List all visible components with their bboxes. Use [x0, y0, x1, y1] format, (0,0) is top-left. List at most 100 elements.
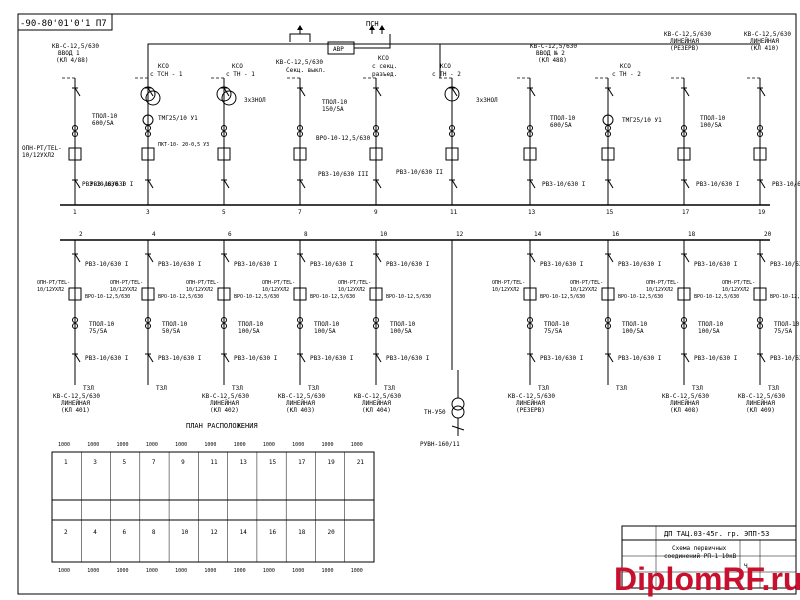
- current-transformer: [72, 125, 78, 131]
- current-transformer: [145, 317, 151, 323]
- title-sheet: Ч: [744, 563, 748, 570]
- tpol-label: ТПОЛ-10: [314, 321, 340, 328]
- tn-transformer: [221, 90, 237, 106]
- switch-body: [753, 287, 767, 301]
- rvz-i-top: РВЗ-10/630 I: [90, 181, 134, 188]
- bottom-feeder-name: КВ-С-12,5/630: [508, 393, 555, 400]
- plan-dim-top: 1000: [263, 442, 275, 448]
- current-transformer: [757, 131, 763, 137]
- bottom-feeder-code: (КЛ 402): [210, 407, 239, 414]
- bottom-cell-number: 6: [228, 231, 232, 238]
- rvz-label: РВЗ-10/630 I: [618, 261, 662, 268]
- znol2-label: 3xЗНОЛ: [476, 97, 498, 104]
- switch-body: [445, 147, 459, 161]
- current-transformer: [449, 125, 455, 131]
- top-right-feeder-2b: ЛИНЕЙНАЯ: [670, 38, 699, 45]
- plan-dim-bottom: 1000: [117, 568, 129, 574]
- plan-dim-bottom: 1000: [351, 568, 363, 574]
- top-cell-number: 15: [606, 209, 614, 216]
- tn-ruvn-block: ТН-У50 РУВН-160/11: [420, 370, 465, 448]
- plan-dim-bottom: 1000: [263, 568, 275, 574]
- switch-body: [601, 147, 615, 161]
- plan-dim-bottom: 1000: [234, 568, 246, 574]
- ksd-tn1-a: КСО: [232, 63, 243, 70]
- opn-label: ОПН-РТ/TEL-: [646, 280, 679, 286]
- plan-dim-bottom: 1000: [175, 568, 187, 574]
- tpol-label: ТПОЛ-10: [622, 321, 648, 328]
- opn-label: ОПН-РТ/TEL-: [186, 280, 219, 286]
- watermark: DiplomRF.ru: [614, 561, 800, 597]
- bottom-feeder-name: КВ-С-12,5/630: [278, 393, 325, 400]
- current-transformer: [297, 323, 303, 329]
- disconnector-blade: [607, 353, 614, 363]
- current-transformer: [757, 125, 763, 131]
- tpol-label: 75/5А: [774, 328, 792, 335]
- top-cell-number: 1: [73, 209, 77, 216]
- current-transformer: [297, 125, 303, 131]
- tpol-label: ТПОЛ-10: [92, 113, 118, 120]
- bottom-feeder-type: ЛИНЕЙНАЯ: [362, 400, 391, 407]
- current-transformer: [605, 323, 611, 329]
- tzl-label: ТЗЛ: [83, 385, 94, 392]
- disconnector-blade: [759, 179, 766, 189]
- plan-cell-top: 17: [298, 459, 306, 466]
- plan-dim-top: 1000: [351, 442, 363, 448]
- disconnector-blade: [451, 87, 458, 97]
- tpol-label: ТПОЛ-10: [89, 321, 115, 328]
- opn-label: ОПН-РТ/TEL-: [722, 280, 755, 286]
- plan-cell-top: 3: [93, 459, 97, 466]
- rvz-label: РВЗ-10/630 I: [158, 261, 202, 268]
- vpo-label: ВРО-10-12,5/630: [618, 294, 663, 300]
- bottom-feeder-code: (КЛ 409): [746, 407, 775, 414]
- bottom-cell-number: 12: [456, 231, 464, 238]
- opn-label: ОПН-РТ/TEL-: [22, 145, 62, 152]
- plan-cell-top: 11: [210, 459, 218, 466]
- disconnector-blade: [607, 253, 614, 263]
- current-transformer: [681, 125, 687, 131]
- disconnector-blade: [759, 253, 766, 263]
- tzl-label: ТЗЛ: [232, 385, 243, 392]
- tzl-label: ТЗЛ: [538, 385, 549, 392]
- rvz-iii-top: РВЗ-10/630 III: [318, 171, 369, 178]
- tzl-label: ТЗЛ: [384, 385, 395, 392]
- switch-body: [217, 147, 231, 161]
- rvz-label: РВЗ-10/630 I: [234, 355, 278, 362]
- plan-cell-bottom: 14: [240, 529, 248, 536]
- disconnector-blade: [375, 353, 382, 363]
- corner-code: -90-80'01'0'1 П7: [20, 19, 107, 29]
- disconnector-blade: [223, 179, 230, 189]
- bottom-cell-number: 18: [688, 231, 696, 238]
- top-right-feeder-2c: (РЕЗЕРВ): [670, 45, 699, 52]
- bottom-feeder-type: ЛИНЕЙНАЯ: [516, 400, 545, 407]
- switch-body: [293, 287, 307, 301]
- plan-cell-top: 1: [64, 459, 68, 466]
- plan-dim-top: 1000: [87, 442, 99, 448]
- rvz-label: РВЗ-10/630 I: [540, 261, 584, 268]
- plan-cell-bottom: 8: [152, 529, 156, 536]
- current-transformer: [373, 125, 379, 131]
- title-doc-code: ДП ТАЦ.03-45г. гр. ЭПП-53: [664, 530, 769, 538]
- plan-dim-bottom: 1000: [321, 568, 333, 574]
- plan-dim-bottom: 1000: [58, 568, 70, 574]
- tpol-label: ТПОЛ-10: [550, 115, 576, 122]
- current-transformer: [527, 323, 533, 329]
- ksd-sec-razd-c: разъед.: [372, 71, 397, 78]
- rvz-label: РВЗ-10/630 I: [618, 355, 662, 362]
- opn-label: ОПН-РТ/TEL-: [492, 280, 525, 286]
- plan-cell-bottom: 20: [327, 529, 335, 536]
- tpol-label: 75/5А: [544, 328, 562, 335]
- top-right-feeder-3c: (КЛ 410): [750, 45, 779, 52]
- disconnector-blade: [74, 179, 81, 189]
- opn-label: 10/12УХЛ2: [492, 287, 519, 293]
- current-transformer: [757, 317, 763, 323]
- avr-label: АВР: [333, 46, 344, 53]
- plan-dim-top: 1000: [234, 442, 246, 448]
- opn-label: 10/12УХЛ2: [186, 287, 213, 293]
- plan-dim-top: 1000: [117, 442, 129, 448]
- plan-cell-top: 9: [181, 459, 185, 466]
- top-cell-number: 19: [758, 209, 766, 216]
- current-transformer: [72, 323, 78, 329]
- opn-label: 10/12УХЛ2: [22, 152, 55, 159]
